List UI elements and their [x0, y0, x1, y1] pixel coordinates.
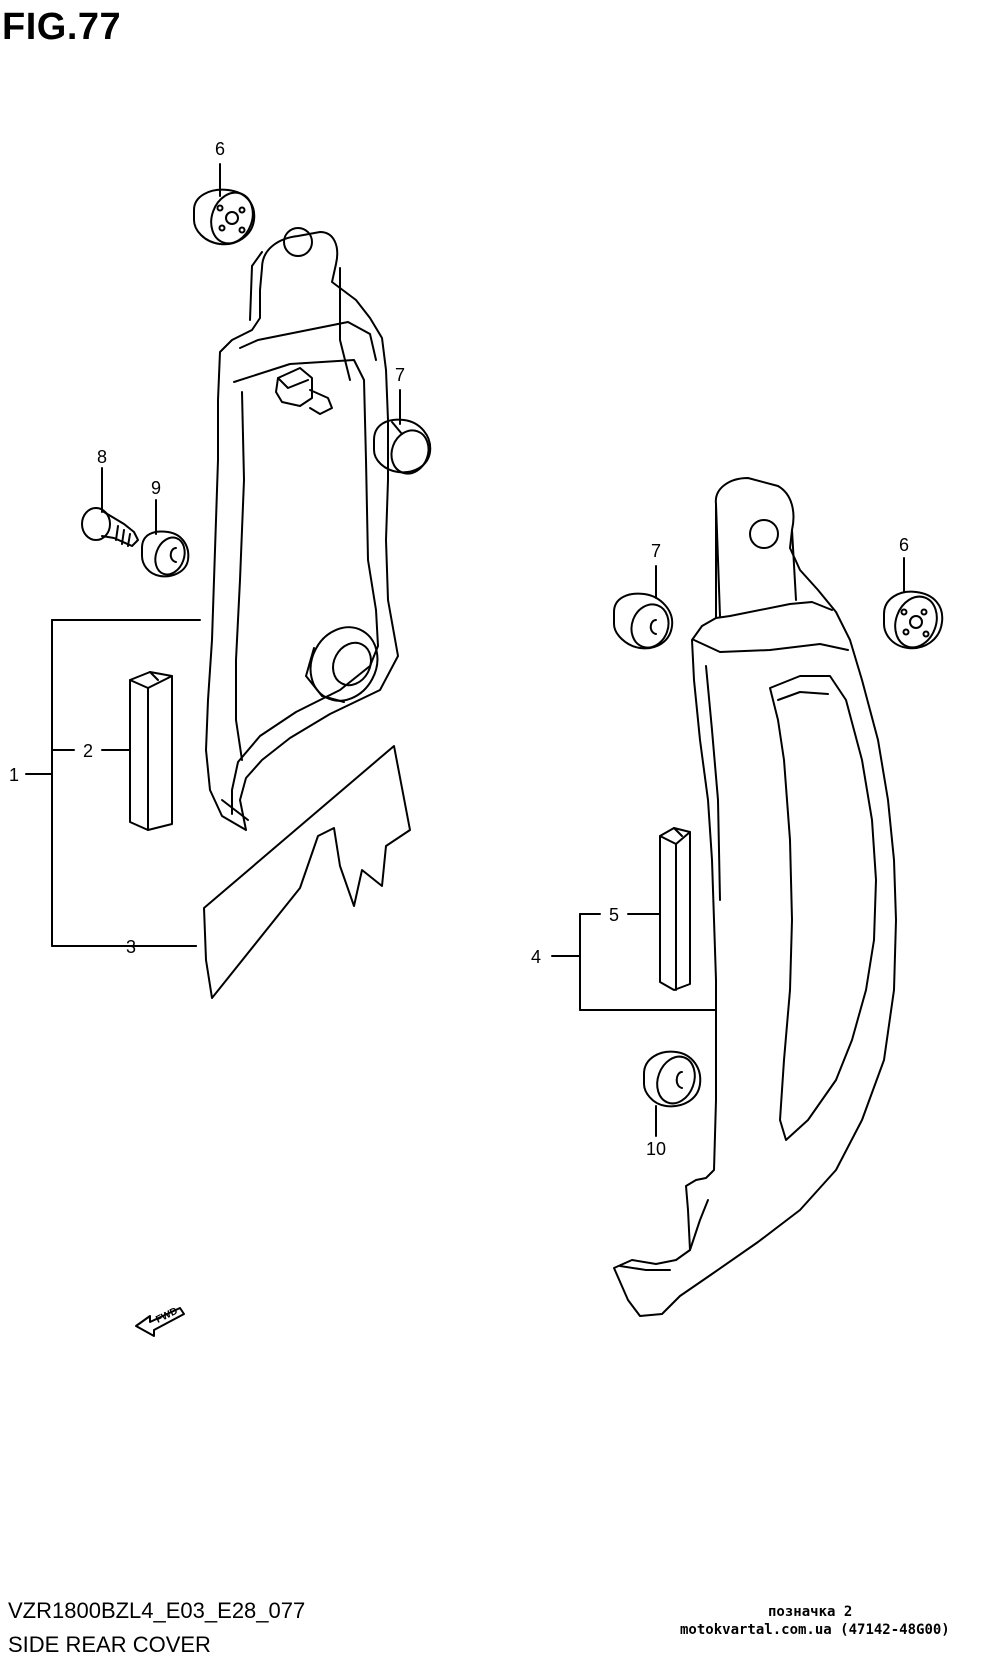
callout-10: 10 [646, 1139, 666, 1159]
watermark-line: motokvartal.com.ua (47142-48G00) [680, 1622, 950, 1638]
figure-name: SIDE REAR COVER [8, 1632, 211, 1657]
bolt-8 [81, 507, 139, 547]
watermark-part-ref: (47142-48G00) [840, 1622, 950, 1638]
callout-6-left: 6 [215, 139, 225, 159]
model-code: VZR1800BZL4_E03_E28_077 [8, 1598, 306, 1623]
callout-6-right: 6 [899, 535, 909, 555]
leader-lines-right [551, 557, 905, 1137]
leader-lines-left [25, 163, 401, 947]
left-cover-boss [305, 626, 379, 703]
grommet-9 [141, 530, 190, 578]
callout-8: 8 [97, 447, 107, 467]
callout-9: 9 [151, 478, 161, 498]
callout-4: 4 [531, 947, 541, 967]
callout-7-right: 7 [651, 541, 661, 561]
callout-2: 2 [83, 741, 93, 761]
trim-strip-2 [129, 671, 173, 831]
grommet-6-right [883, 590, 944, 650]
trim-strip-5 [659, 827, 691, 991]
callout-7-left: 7 [395, 365, 405, 385]
right-side-cover [613, 477, 897, 1317]
left-side-cover [205, 227, 399, 831]
watermark-mark: позначка 2 [768, 1604, 853, 1620]
grommet-6-left [193, 188, 256, 246]
pad-3 [203, 745, 411, 999]
callout-1: 1 [9, 765, 19, 785]
watermark-site: motokvartal.com.ua [680, 1622, 832, 1638]
left-cover-stud [275, 367, 333, 415]
callout-labels: 1 2 3 4 5 6 6 7 7 8 9 10 FWD [9, 139, 909, 1326]
grommet-7-right [613, 592, 674, 650]
figure-title: FIG.77 [2, 6, 122, 48]
callout-5: 5 [609, 905, 619, 925]
grommet-10 [643, 1050, 702, 1108]
fwd-arrow-icon [135, 1307, 185, 1337]
callout-3: 3 [126, 937, 136, 957]
grommet-7-left [373, 418, 432, 475]
